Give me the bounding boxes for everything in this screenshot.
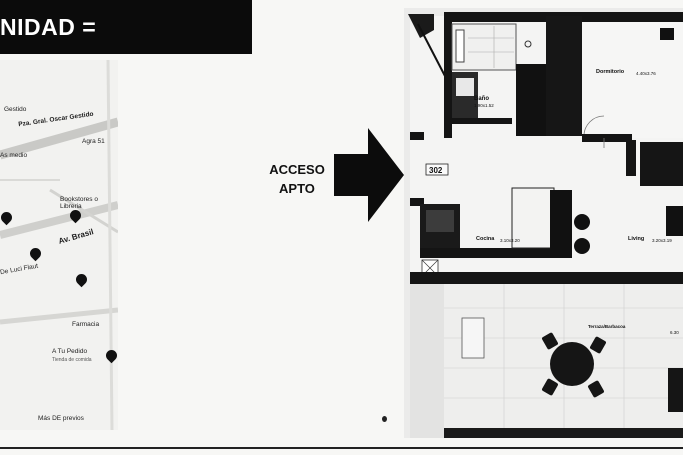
room-dims-terraza: 6.30	[670, 330, 679, 335]
room-dims-dormitorio: 4.40x3.76	[636, 71, 656, 76]
map-label-gestido: Gestido	[4, 106, 27, 113]
room-dims-living: 3.20x3.19	[652, 238, 672, 243]
access-arrow-icon	[334, 128, 404, 222]
room-dims-bano: 1.90x1.52	[474, 103, 494, 108]
map-label-libreria: Bookstores o Libreria	[60, 196, 98, 210]
page-title: NIDAD =	[0, 13, 97, 40]
room-label-cocina: Cocina	[476, 236, 495, 242]
access-line-1: ACCESO	[269, 162, 325, 177]
room-label-living: Living	[628, 236, 644, 242]
room-dims-cocina: 3.10x3.20	[500, 238, 520, 243]
unit-number: 302	[429, 166, 443, 175]
room-label-dormitorio: Dormitorio	[596, 69, 625, 75]
map-label-as-medio: As medio	[0, 152, 28, 159]
map-label-farmacia: Farmacia	[72, 321, 100, 328]
map-footer: Más DE previos	[38, 415, 84, 422]
map-streets	[0, 60, 118, 430]
dining-table-icon	[542, 332, 606, 398]
map-label-tu-pedido-sub: Tienda de comida	[52, 357, 92, 363]
map-label-agra: Agra 51	[82, 138, 105, 145]
room-label-bano: Baño	[474, 96, 489, 102]
access-label: ACCESO APTO	[262, 160, 332, 198]
access-line-2: APTO	[279, 181, 315, 196]
room-label-terraza: Terraza/Barbacoa	[588, 324, 626, 329]
title-bar: NIDAD =	[0, 0, 252, 54]
map-label-tu-pedido: A Tu Pedido	[52, 348, 88, 355]
ink-mark	[382, 416, 387, 422]
location-map: Pza. Gral. Oscar Gestido Gestido Agra 51…	[0, 60, 118, 430]
bottom-divider	[0, 447, 683, 449]
floor-plan: Baño 1.90x1.52 Dormitorio 4.40x3.76 302 …	[404, 8, 683, 438]
